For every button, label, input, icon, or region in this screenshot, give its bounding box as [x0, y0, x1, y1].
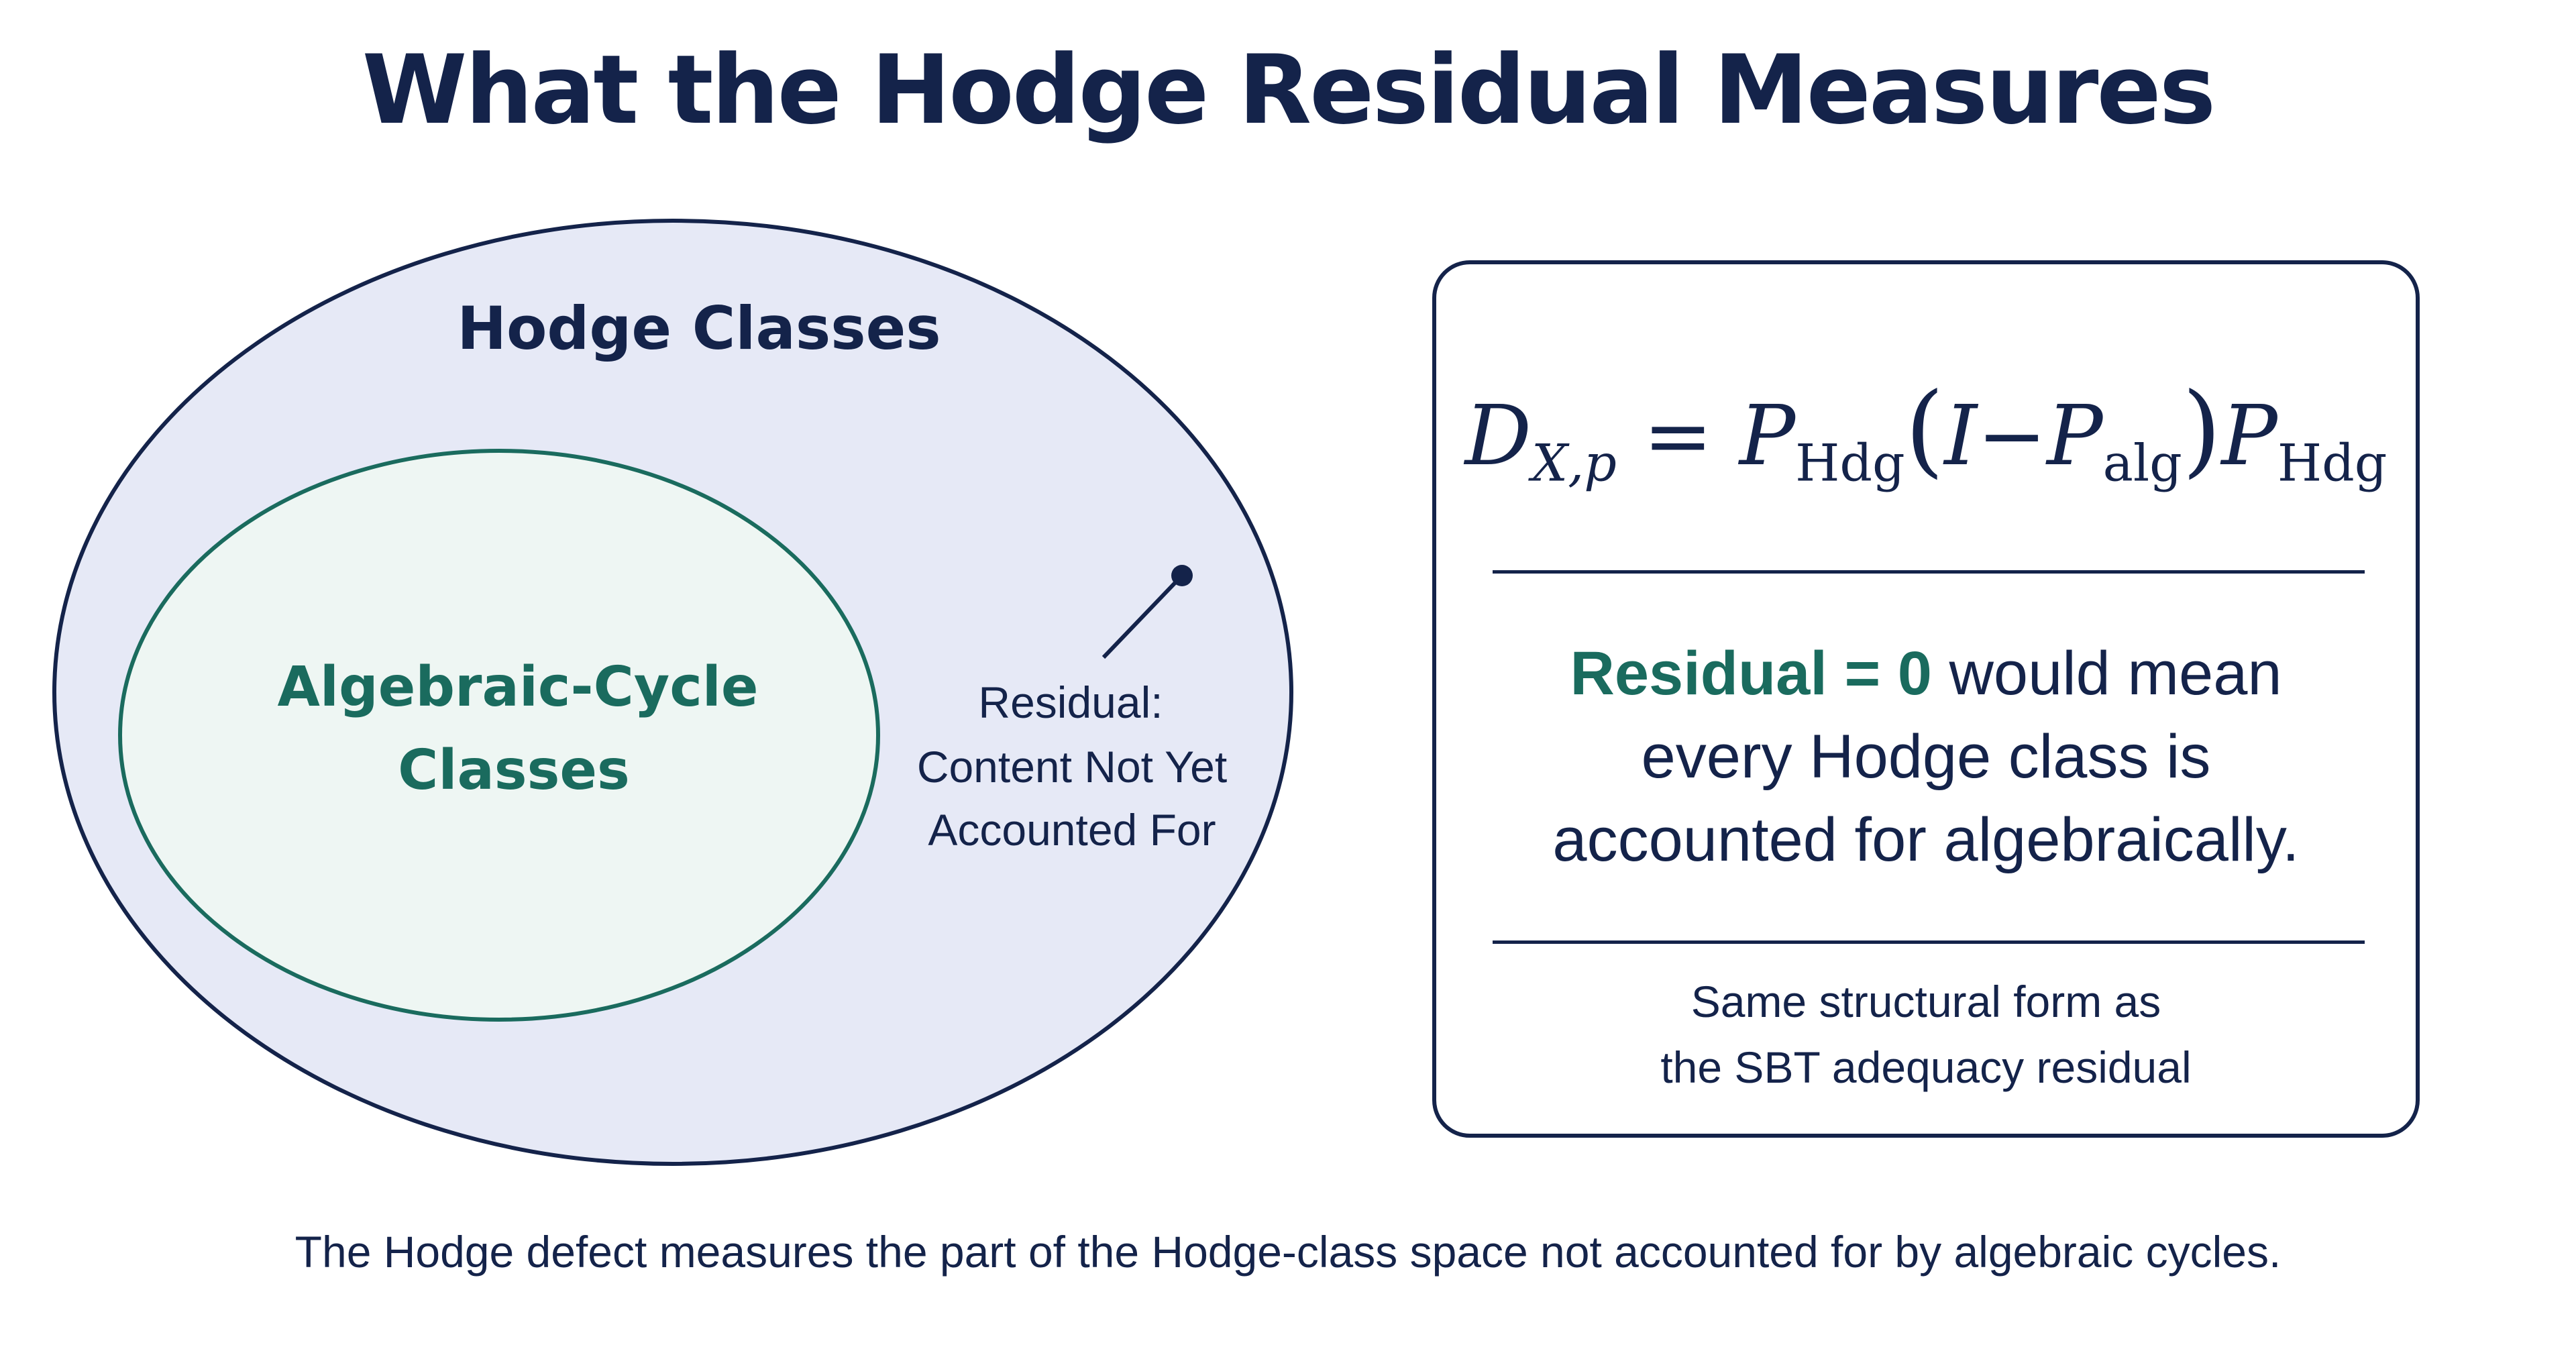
formula-card: DX,p = PHdg(I−Palg)PHdg Residual = 0 wou… [1432, 260, 2420, 1138]
footnote-line2: the SBT adequacy residual [1660, 1042, 2192, 1092]
hodge-classes-label: Hodge Classes [457, 294, 941, 363]
algebraic-cycle-label-line2: Classes [398, 739, 630, 802]
page-title: What the Hodge Residual Measures [362, 35, 2216, 146]
formula-open-paren: ( [1904, 372, 1945, 488]
divider-top [1493, 570, 2365, 574]
formula-p1-subscript: Hdg [1795, 433, 1905, 493]
algebraic-cycle-classes-region [118, 449, 880, 1022]
formula-equals: = [1643, 388, 1713, 484]
sbt-comparison-note: Same structural form as the SBT adequacy… [1436, 969, 2416, 1100]
algebraic-cycle-label-line1: Algebraic-Cycle [277, 655, 758, 719]
statement-line1-rest: would mean [1931, 639, 2282, 708]
formula-lhs-symbol: D [1464, 388, 1532, 484]
hodge-defect-formula: DX,p = PHdg(I−Palg)PHdg [1436, 372, 2416, 488]
figure-caption: The Hodge defect measures the part of th… [294, 1227, 2282, 1277]
formula-close-paren: ) [2182, 372, 2222, 488]
divider-bottom [1493, 940, 2365, 944]
formula-p3-symbol: P [2221, 388, 2277, 484]
formula-identity: I [1944, 388, 1978, 484]
residual-zero-statement: Residual = 0 would mean every Hodge clas… [1436, 632, 2416, 881]
formula-lhs-subscript: X,p [1532, 433, 1617, 493]
formula-p2-subscript: alg [2102, 433, 2182, 493]
residual-label-line3: Accounted For [928, 805, 1216, 855]
formula-p3-subscript: Hdg [2277, 433, 2387, 493]
residual-label-line1: Residual: [978, 678, 1163, 727]
statement-line3: accounted for algebraically. [1552, 806, 2300, 874]
statement-line1: Residual = 0 would mean [1436, 632, 2416, 715]
formula-p2-symbol: P [2047, 388, 2103, 484]
residual-pointer-dot [1171, 565, 1193, 586]
statement-line2: every Hodge class is [1641, 722, 2211, 791]
residual-pointer-line [1102, 574, 1184, 659]
footnote-line1: Same structural form as [1690, 977, 2161, 1026]
residual-zero-highlight: Residual = 0 [1570, 639, 1932, 708]
residual-label-line2: Content Not Yet [917, 742, 1227, 792]
formula-minus: − [1977, 388, 2047, 484]
formula-p1-symbol: P [1739, 388, 1796, 484]
